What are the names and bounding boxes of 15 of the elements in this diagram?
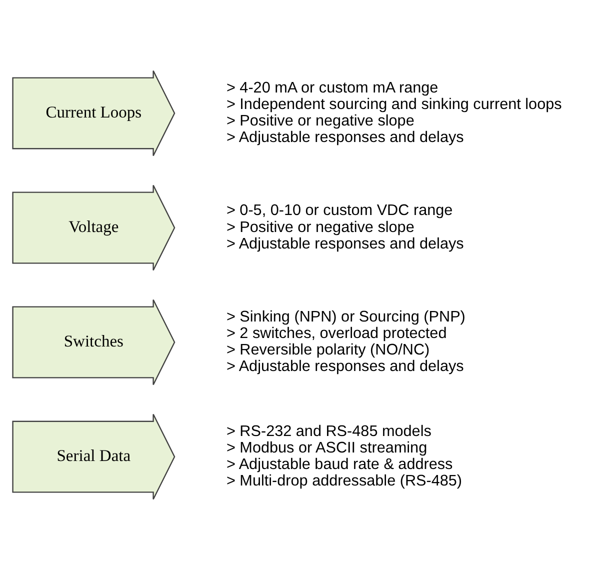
node-label: > 0-5, 0-10 or custom VDC range	[226, 202, 453, 220]
node-label: > RS-232 and RS-485 models	[226, 423, 432, 440]
node-label: > Adjustable responses and delays	[226, 235, 464, 252]
node-label: > Reversible polarity (NO/NC)	[226, 342, 430, 359]
node-label: > Adjustable responses and delays	[226, 358, 464, 376]
node-label: > Adjustable baud rate & address	[226, 456, 453, 474]
node-label: > Positive or negative slope	[226, 218, 414, 236]
node-label: > 4-20 mA or custom mA range	[226, 79, 438, 96]
node-label: > 2 switches, overload protected	[226, 325, 447, 342]
node-label: > Multi-drop addressable (RS-485)	[226, 472, 462, 490]
node-label: > Modbus or ASCII streaming	[226, 440, 428, 457]
node-label: > Positive or negative slope	[226, 112, 414, 130]
node-label: > Adjustable responses and delays	[226, 129, 464, 146]
node-label: > Sinking (NPN) or Sourcing (PNP)	[226, 308, 466, 326]
node-label: > Independent sourcing and sinking current loops	[226, 96, 562, 113]
